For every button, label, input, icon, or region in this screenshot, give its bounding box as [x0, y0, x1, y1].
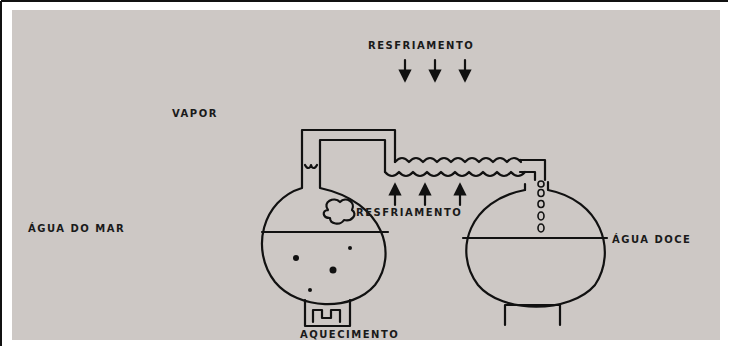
vapor-label: VAPOR [172, 108, 218, 119]
seawater-label: ÁGUA DO MAR [28, 223, 125, 234]
cooling-label: RESFRIAMENTO [368, 40, 474, 51]
freshwater-label: ÁGUA DOCE [612, 234, 691, 245]
cooling-label: RESFRIAMENTO [356, 207, 462, 218]
heating-label: AQUECIMENTO [300, 329, 399, 340]
